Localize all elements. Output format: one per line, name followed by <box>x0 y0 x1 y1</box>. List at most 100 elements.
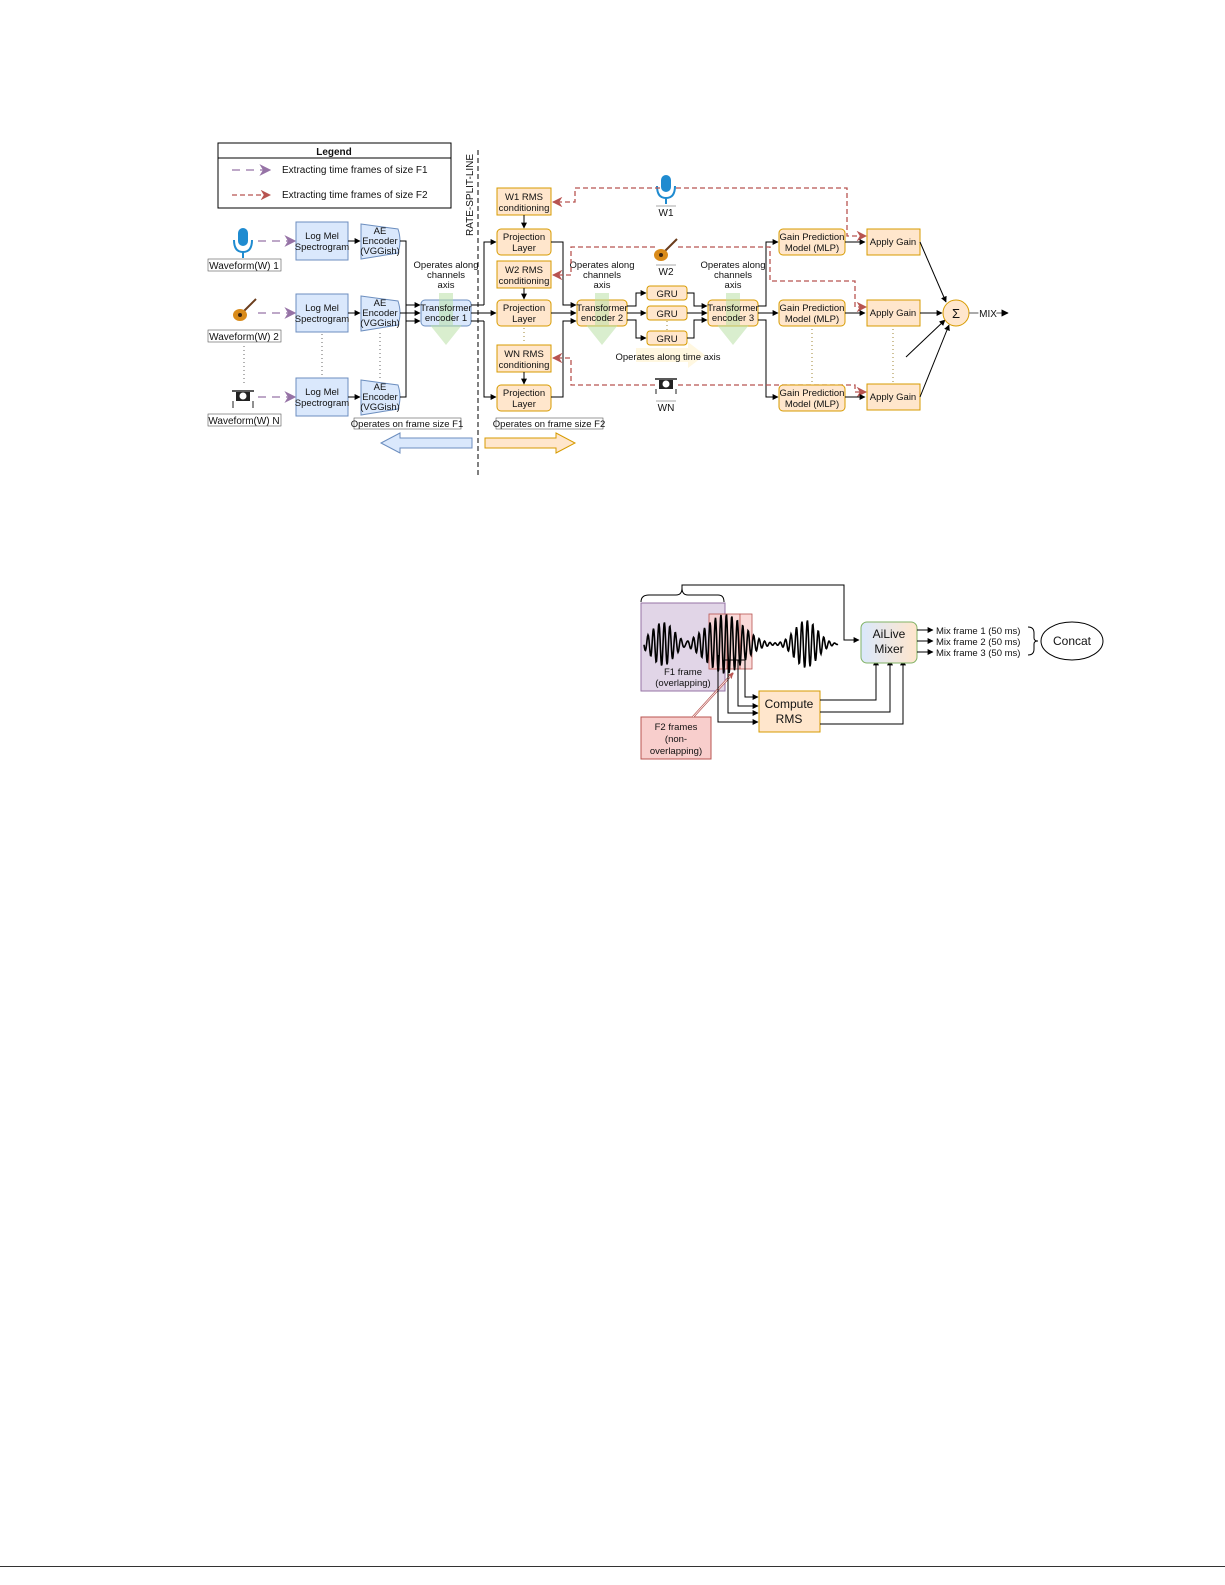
svg-text:channels: channels <box>583 270 621 281</box>
svg-text:encoder 3: encoder 3 <box>712 313 754 324</box>
f2-route-w2-rms <box>551 246 655 281</box>
svg-text:Layer: Layer <box>512 314 536 325</box>
svg-text:Operates along: Operates along <box>701 260 766 271</box>
input-label-2: Waveform(W) 2 <box>209 332 279 343</box>
f1-brace <box>640 587 725 603</box>
svg-text:conditioning: conditioning <box>499 276 550 287</box>
microphone-icon <box>656 175 676 204</box>
svg-text:Gain Prediction: Gain Prediction <box>780 232 845 243</box>
frame-f2-caption: Operates on frame size F2 <box>493 419 605 430</box>
legend-title: Legend <box>316 147 352 158</box>
svg-text:channels: channels <box>427 270 465 281</box>
legend-f2-label: Extracting time frames of size F2 <box>282 190 428 201</box>
svg-text:(non-: (non- <box>665 734 687 745</box>
svg-text:Log Mel: Log Mel <box>305 231 339 242</box>
time-axis-arrow <box>636 342 705 368</box>
svg-text:axis: axis <box>438 280 455 291</box>
svg-text:encoder 1: encoder 1 <box>425 313 467 324</box>
log-mel-spectrogram-n: Log Mel Spectrogram <box>295 377 349 417</box>
svg-text:AiLive: AiLive <box>873 627 906 641</box>
gain-prediction-model-1: Gain Prediction Model (MLP) <box>778 228 846 256</box>
svg-text:Spectrogram: Spectrogram <box>295 242 349 253</box>
svg-text:overlapping): overlapping) <box>650 746 702 757</box>
svg-text:W2 RMS: W2 RMS <box>505 265 543 276</box>
compute-rms-box: Compute RMS <box>758 690 821 733</box>
transformer-encoder-3: Transformer encoder 3 <box>707 293 759 345</box>
sum-node: Σ <box>942 299 970 327</box>
projection-layer-2: Projection Layer <box>496 299 552 327</box>
svg-text:Layer: Layer <box>512 399 536 410</box>
f2-route-wn-gain <box>678 384 868 398</box>
svg-text:Model (MLP): Model (MLP) <box>785 243 839 254</box>
svg-text:Concat: Concat <box>1053 634 1092 648</box>
input-label-n: Waveform(W) N <box>208 416 279 427</box>
microphone-icon <box>233 228 253 258</box>
svg-text:Apply Gain: Apply Gain <box>870 237 916 248</box>
mix-frame-2: Mix frame 2 (50 ms) <box>936 637 1020 648</box>
svg-text:encoder 2: encoder 2 <box>581 313 623 324</box>
apply-gain-n: Apply Gain <box>866 383 921 411</box>
apply-gain-1: Apply Gain <box>866 228 921 256</box>
channels-axis-note-2: Operates along channels axis <box>570 260 635 291</box>
svg-text:Projection: Projection <box>503 303 545 314</box>
apply-gain-2: Apply Gain <box>866 299 921 327</box>
gain-prediction-model-n: Gain Prediction Model (MLP) <box>778 384 846 412</box>
svg-text:Operates along: Operates along <box>414 260 479 271</box>
transformer-encoder-2: Transformer encoder 2 <box>576 293 628 345</box>
svg-text:W1 RMS: W1 RMS <box>505 192 543 203</box>
side-input-w2: W2 <box>659 267 674 278</box>
svg-text:axis: axis <box>594 280 611 291</box>
svg-text:Transformer: Transformer <box>420 303 471 314</box>
svg-text:Spectrogram: Spectrogram <box>295 314 349 325</box>
svg-text:Log Mel: Log Mel <box>305 303 339 314</box>
gain-prediction-model-2: Gain Prediction Model (MLP) <box>778 299 846 327</box>
gru-n: GRU <box>646 330 688 346</box>
svg-text:Projection: Projection <box>503 232 545 243</box>
f1-frame-sublabel: (overlapping) <box>655 678 710 689</box>
svg-text:Model (MLP): Model (MLP) <box>785 314 839 325</box>
time-axis-note: Operates along time axis <box>615 352 720 363</box>
f2-direction-arrow <box>484 432 577 454</box>
gru-1: GRU <box>646 285 688 301</box>
svg-text:GRU: GRU <box>656 309 677 320</box>
rms-conditioning-w1: W1 RMS conditioning <box>496 187 552 216</box>
gru-2: GRU <box>646 305 688 321</box>
f2-frames-box: F2 frames (non- overlapping) <box>640 716 712 760</box>
mix-frame-1: Mix frame 1 (50 ms) <box>936 626 1020 637</box>
svg-text:Compute: Compute <box>765 697 814 711</box>
channels-axis-note-1: Operates along channels axis <box>414 260 479 291</box>
rms-conditioning-wn: WN RMS conditioning <box>496 344 552 373</box>
f1-frame-label: F1 frame <box>664 667 702 678</box>
svg-text:Model (MLP): Model (MLP) <box>785 399 839 410</box>
svg-text:Apply Gain: Apply Gain <box>870 392 916 403</box>
ae-encoder-2: AE Encoder (VGGish) <box>360 295 401 332</box>
waveform <box>643 614 839 674</box>
log-mel-spectrogram-2: Log Mel Spectrogram <box>295 293 349 333</box>
legend-f1-label: Extracting time frames of size F1 <box>282 165 428 176</box>
frame-f1-caption: Operates on frame size F1 <box>351 419 463 430</box>
svg-text:Spectrogram: Spectrogram <box>295 398 349 409</box>
input-label-1: Waveform(W) 1 <box>209 261 279 272</box>
svg-text:axis: axis <box>725 280 742 291</box>
svg-text:Σ: Σ <box>952 306 960 321</box>
svg-text:AE: AE <box>374 226 387 237</box>
guitar-icon <box>654 238 678 261</box>
svg-text:Layer: Layer <box>512 243 536 254</box>
svg-text:WN RMS: WN RMS <box>504 349 544 360</box>
f2-route-w1-gain <box>676 187 868 242</box>
svg-text:Transformer: Transformer <box>576 303 627 314</box>
svg-text:Transformer: Transformer <box>707 303 758 314</box>
ailive-mixer-box: AiLive Mixer <box>860 621 918 664</box>
svg-text:Apply Gain: Apply Gain <box>870 308 916 319</box>
svg-text:(VGGish): (VGGish) <box>360 318 400 329</box>
svg-text:GRU: GRU <box>656 334 677 345</box>
svg-text:Mixer: Mixer <box>874 642 903 656</box>
rms-conditioning-w2: W2 RMS conditioning <box>496 260 552 289</box>
projection-layer-1: Projection Layer <box>496 228 552 256</box>
guitar-icon <box>233 298 257 321</box>
log-mel-spectrogram-1: Log Mel Spectrogram <box>295 221 349 261</box>
f2-route-w2-gain <box>678 246 868 313</box>
legend: Legend Extracting time frames of size F1… <box>217 142 452 209</box>
ae-encoder-1: AE Encoder (VGGish) <box>360 223 401 260</box>
